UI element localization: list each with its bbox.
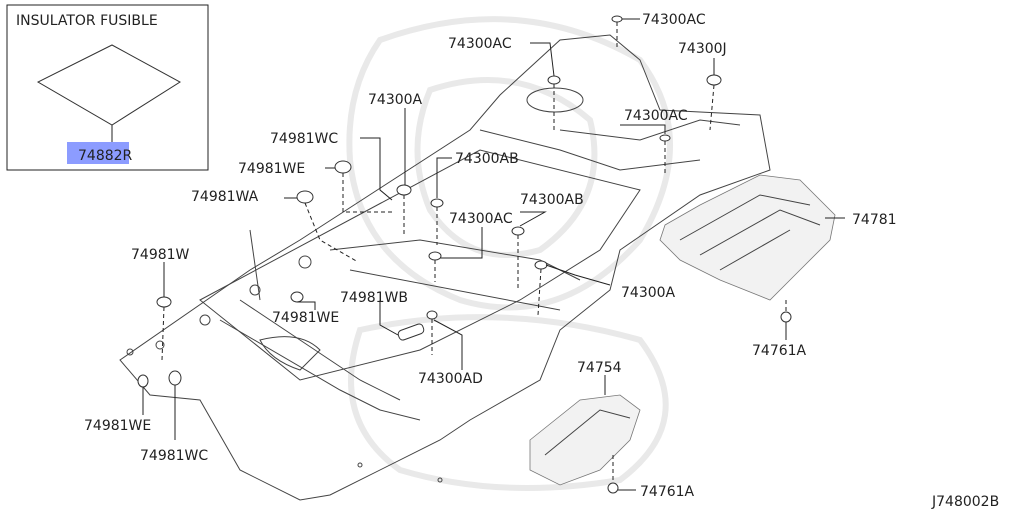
- inset-title: INSULATOR FUSIBLE: [16, 13, 158, 29]
- label-74300ab-upper[interactable]: 74300AB: [455, 151, 519, 167]
- label-74781[interactable]: 74781: [852, 212, 897, 228]
- heat-insulator-front: [529, 394, 641, 486]
- plug-parts: [137, 15, 792, 494]
- label-74300ab-lower[interactable]: 74300AB: [520, 192, 584, 208]
- leader-lines: [142, 18, 845, 491]
- inset-part-label[interactable]: 74882R: [78, 148, 133, 164]
- label-74981w[interactable]: 74981W: [131, 247, 190, 263]
- diagram-id: J748002B: [931, 494, 999, 510]
- floor-opening: [526, 87, 584, 113]
- label-74981wc-upper[interactable]: 74981WC: [270, 131, 338, 147]
- watermark-emblem: [346, 16, 673, 491]
- label-74981wb[interactable]: 74981WB: [340, 290, 408, 306]
- label-74754[interactable]: 74754: [577, 360, 622, 376]
- insulator-sheet-shape: [36, 44, 181, 126]
- label-74981we-mid[interactable]: 74981WE: [272, 310, 339, 326]
- label-74300ad[interactable]: 74300AD: [418, 371, 483, 387]
- label-74300ac-top-left[interactable]: 74300AC: [448, 36, 512, 52]
- label-74300ac-top-right[interactable]: 74300AC: [642, 12, 706, 28]
- label-74300ac-mid-right[interactable]: 74300AC: [624, 108, 688, 124]
- inset-label-highlight: [67, 142, 129, 164]
- label-74300a-upper[interactable]: 74300A: [368, 92, 423, 108]
- label-74981we-lower[interactable]: 74981WE: [84, 418, 151, 434]
- label-74981wa[interactable]: 74981WA: [191, 189, 259, 205]
- label-74981we-upper[interactable]: 74981WE: [238, 161, 305, 177]
- inset-frame: [6, 4, 209, 171]
- label-74300a-lower[interactable]: 74300A: [621, 285, 676, 301]
- label-74761a-bottom[interactable]: 74761A: [640, 484, 695, 500]
- label-74300j[interactable]: 74300J: [678, 41, 727, 57]
- floor-panel-drawing: [119, 34, 771, 501]
- label-74300ac-center[interactable]: 74300AC: [449, 211, 513, 227]
- label-74981wc-lower[interactable]: 74981WC: [140, 448, 208, 464]
- heat-insulator-rear: [659, 174, 836, 301]
- label-74761a-right[interactable]: 74761A: [752, 343, 807, 359]
